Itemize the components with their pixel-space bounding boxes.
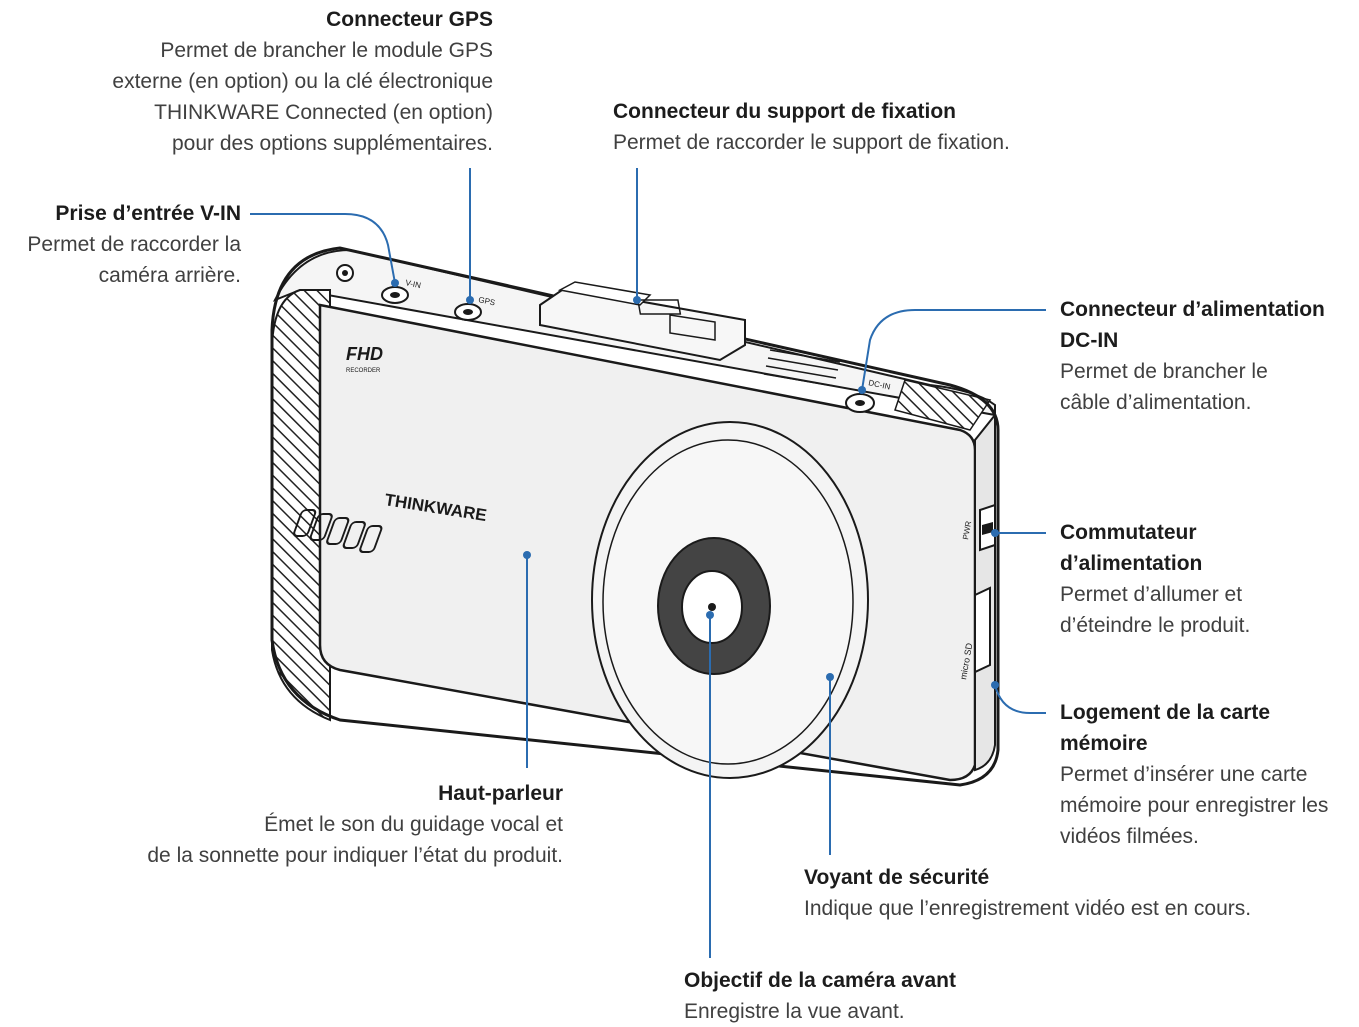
speaker-grille: [293, 509, 383, 553]
callout-vin: Prise d’entrée V-IN Permet de raccorder …: [1, 198, 241, 291]
callout-sd: Logement de la carte mémoire Permet d’in…: [1060, 697, 1358, 852]
front-camera-lens: [591, 421, 869, 779]
top-vents: [763, 349, 841, 387]
callout-speaker: Haut-parleur Émet le son du guidage voca…: [43, 778, 563, 871]
svg-text:V-IN: V-IN: [405, 278, 422, 290]
callout-mount: Connecteur du support de fixation Permet…: [613, 96, 1083, 158]
callout-mount-title: Connecteur du support de fixation: [613, 100, 957, 123]
port-gps: GPS: [454, 295, 496, 321]
power-switch: PWR: [961, 503, 996, 552]
callout-lens: Objectif de la caméra avant Enregistre l…: [684, 965, 1104, 1027]
svg-text:PWR: PWR: [961, 520, 973, 540]
leader-lines: [250, 168, 1046, 958]
callout-gps: Connecteur GPS Permet de brancher le mod…: [33, 4, 493, 159]
body-outline: [270, 246, 1000, 787]
grip-right: [894, 379, 992, 431]
callout-led: Voyant de sécurité Indique que l’enregis…: [804, 862, 1324, 924]
callout-gps-title: Connecteur GPS: [326, 8, 493, 31]
grip-left: [270, 289, 331, 722]
callout-dcin-title: Connecteur d’alimentation DC-IN: [1060, 298, 1325, 352]
callout-led-desc: Indique que l’enregistrement vidéo est e…: [804, 897, 1252, 920]
recorder-label: RECORDER: [346, 368, 381, 374]
callout-lens-title: Objectif de la caméra avant: [684, 969, 956, 992]
callout-vin-title: Prise d’entrée V-IN: [55, 202, 241, 225]
callout-sd-desc: Permet d’insérer une carte mémoire pour …: [1060, 763, 1329, 848]
callout-dcin: Connecteur d’alimentation DC-IN Permet d…: [1060, 294, 1355, 418]
callout-led-title: Voyant de sécurité: [804, 866, 990, 889]
callout-dcin-desc: Permet de brancher le câble d’alimentati…: [1060, 360, 1268, 414]
callout-sd-title: Logement de la carte mémoire: [1060, 701, 1271, 755]
leader-vin: [250, 213, 396, 284]
leader-sd: [994, 684, 1046, 714]
callout-vin-desc: Permet de raccorder la caméra arrière.: [27, 233, 241, 287]
callout-power-desc: Permet d’allumer et d’éteindre le produi…: [1060, 583, 1251, 637]
leader-dots: [391, 279, 999, 689]
svg-text:GPS: GPS: [478, 295, 496, 307]
leader-dcin: [861, 309, 1046, 391]
fhd-badge: FHD: [346, 344, 383, 364]
port-misc: [336, 264, 354, 282]
callout-lens-desc: Enregistre la vue avant.: [684, 1000, 905, 1023]
callout-mount-desc: Permet de raccorder le support de fixati…: [613, 131, 1010, 154]
callout-gps-desc: Permet de brancher le module GPS externe…: [112, 39, 493, 155]
callout-speaker-title: Haut-parleur: [438, 782, 563, 805]
callout-speaker-desc: Émet le son du guidage vocal et de la so…: [147, 813, 563, 867]
callout-power: Commutateur d’alimentation Permet d’allu…: [1060, 517, 1355, 641]
callout-power-title: Commutateur d’alimentation: [1060, 521, 1203, 575]
